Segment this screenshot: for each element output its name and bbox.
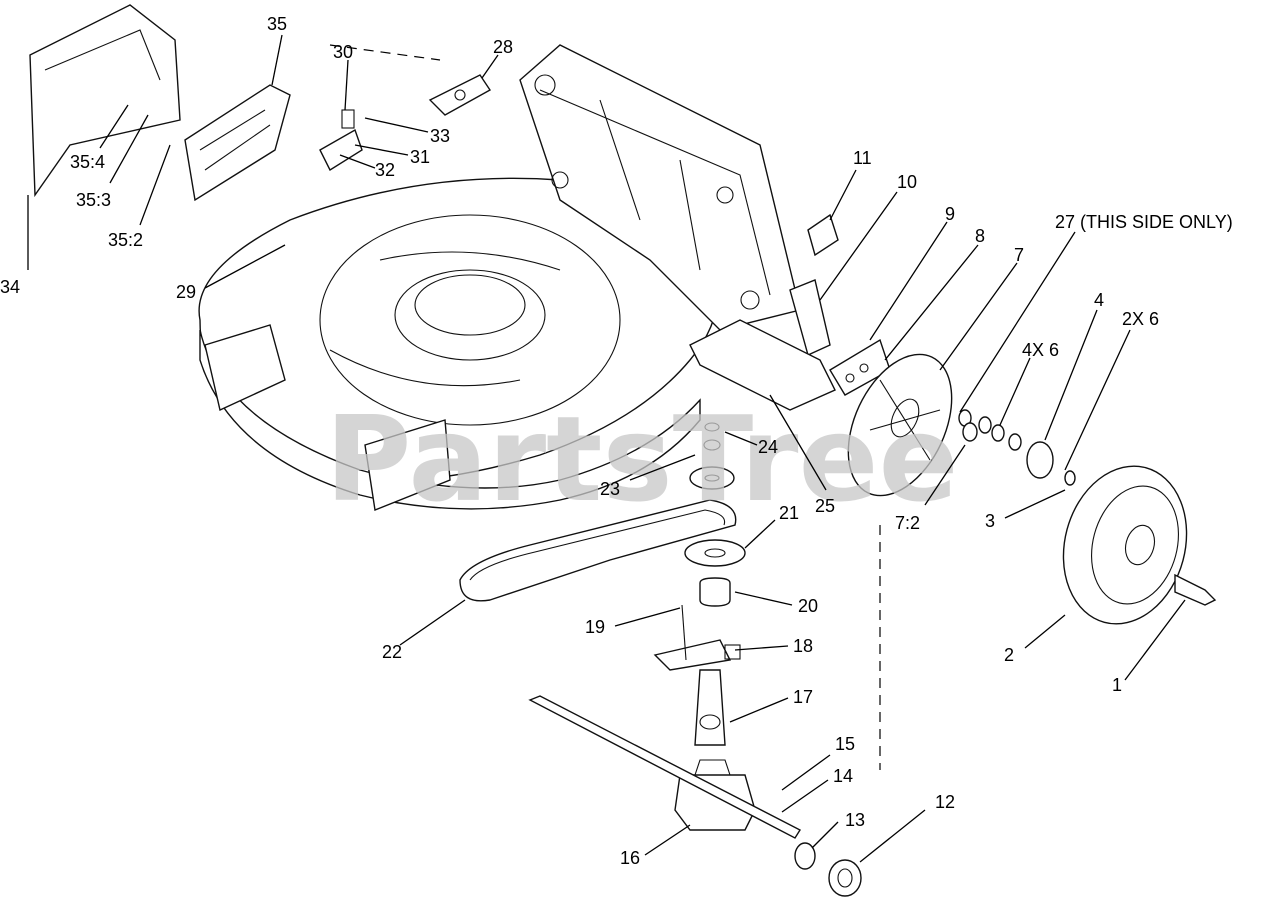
leader-lines: [27, 34, 1186, 863]
callout-32: 32: [375, 160, 395, 180]
callout-2x6: 2X 6: [1122, 309, 1159, 329]
callout-27: 27 (THIS SIDE ONLY): [1055, 212, 1233, 232]
callout-14: 14: [833, 766, 853, 786]
watermark: PartsTree: [325, 390, 959, 528]
transmission-bracket-17-19: [653, 604, 741, 746]
rear-gear-7: [847, 353, 953, 497]
callout-31: 31: [410, 147, 430, 167]
callout-19: 19: [585, 617, 605, 637]
callout-9: 9: [945, 204, 955, 224]
callout-labels: 34 35 35:4 35:3 35:2 30 28 33 31 32 29 1…: [0, 14, 1233, 868]
drive-belt-22: [459, 499, 737, 602]
callout-34: 34: [0, 277, 20, 297]
callout-3: 3: [985, 511, 995, 531]
callout-33: 33: [430, 126, 450, 146]
callout-8: 8: [975, 226, 985, 246]
callout-24: 24: [758, 437, 778, 457]
callout-35-3: 35:3: [76, 190, 111, 210]
callout-20: 20: [798, 596, 818, 616]
rear-wheel-2: [1062, 465, 1217, 625]
callout-35: 35: [267, 14, 287, 34]
callout-35-4: 35:4: [70, 152, 105, 172]
deck-housing: [198, 177, 719, 511]
washers-bearing: [958, 409, 1076, 486]
callout-7-2: 7:2: [895, 513, 920, 533]
alignment-line-top: [329, 44, 441, 61]
callout-18: 18: [793, 636, 813, 656]
callout-15: 15: [835, 734, 855, 754]
wheel-bracket-25: [689, 319, 836, 411]
callout-23: 23: [600, 479, 620, 499]
latch-parts-30-33: [319, 109, 363, 172]
callout-7: 7: [1014, 245, 1024, 265]
transmission-16: [674, 759, 756, 831]
callout-12: 12: [935, 792, 955, 812]
pulleys-21-24: [684, 422, 746, 607]
callout-22: 22: [382, 642, 402, 662]
callout-1: 1: [1112, 675, 1122, 695]
callout-10: 10: [897, 172, 917, 192]
callout-28: 28: [493, 37, 513, 57]
callout-17: 17: [793, 687, 813, 707]
drive-axle: [528, 695, 862, 897]
rear-door-flap: [29, 4, 181, 198]
rear-frame: [519, 44, 801, 331]
height-adjust-parts: [789, 213, 891, 396]
callout-35-2: 35:2: [108, 230, 143, 250]
callout-2: 2: [1004, 645, 1014, 665]
callout-13: 13: [845, 810, 865, 830]
callout-25: 25: [815, 496, 835, 516]
callout-4x6: 4X 6: [1022, 340, 1059, 360]
door-hinge-35: [184, 84, 291, 202]
callout-16: 16: [620, 848, 640, 868]
callout-30: 30: [333, 42, 353, 62]
callout-11: 11: [853, 148, 872, 168]
callout-29: 29: [176, 282, 196, 302]
callout-4: 4: [1094, 290, 1104, 310]
callout-21: 21: [779, 503, 799, 523]
small-bracket-28: [428, 74, 492, 116]
